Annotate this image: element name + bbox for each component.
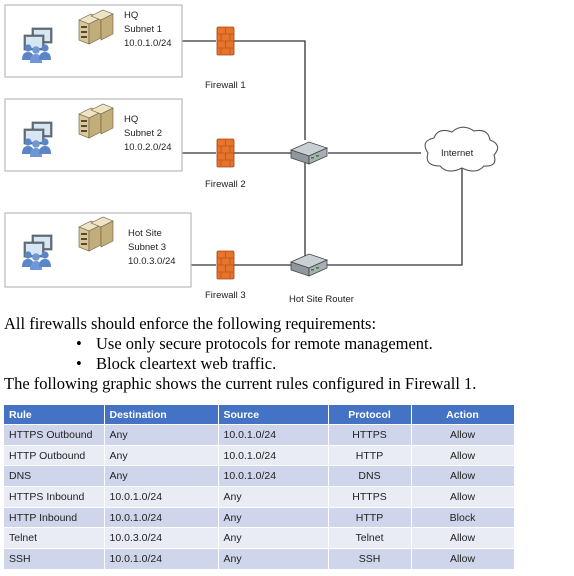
table-caption: The following graphic shows the current …: [4, 374, 477, 393]
table-row: HTTPS Outbound Any 10.0.1.0/24 HTTPS All…: [4, 424, 515, 446]
firewall-1-icon: [216, 26, 235, 56]
action-cell: Allow: [411, 527, 515, 549]
protocol-cell: DNS: [328, 465, 412, 487]
source-cell: 10.0.1.0/24: [218, 444, 329, 466]
protocol-cell: SSH: [328, 548, 412, 569]
requirement-item: Block cleartext web traffic.: [76, 354, 570, 374]
subnet-label: Subnet 3: [128, 242, 166, 253]
site-name: HQ: [124, 114, 138, 125]
rule-cell: HTTPS Inbound: [4, 486, 105, 508]
action-cell: Block: [411, 506, 515, 528]
action-cell: Allow: [411, 444, 515, 466]
hot-site-router-icon: [290, 253, 328, 277]
firewall-1-label: Firewall 1: [205, 80, 246, 91]
destination-cell: 10.0.1.0/24: [104, 506, 219, 528]
subnet-label: Subnet 2: [124, 128, 162, 139]
destination-cell: Any: [104, 465, 219, 487]
destination-cell: 10.0.3.0/24: [104, 527, 219, 549]
table-row: HTTPS Inbound 10.0.1.0/24 Any HTTPS Allo…: [4, 486, 515, 508]
column-header-destination: Destination: [104, 405, 219, 425]
subnet-address: 10.0.2.0/24: [124, 142, 172, 153]
firewall-3-label: Firewall 3: [205, 290, 246, 301]
column-header-protocol: Protocol: [328, 405, 412, 425]
source-cell: 10.0.1.0/24: [218, 465, 329, 487]
core-router-icon: [290, 141, 328, 165]
requirement-item: Use only secure protocols for remote man…: [76, 334, 570, 354]
firewall-rules-table: Rule Destination Source Protocol Action …: [4, 405, 515, 569]
subnet-address: 10.0.1.0/24: [124, 38, 172, 49]
destination-cell: 10.0.1.0/24: [104, 548, 219, 569]
rule-cell: SSH: [4, 548, 105, 569]
rule-cell: HTTP Outbound: [4, 444, 105, 466]
firewall-3-icon: [216, 250, 235, 280]
column-header-source: Source: [218, 405, 329, 425]
site-hq-subnet-2: HQ Subnet 2 10.0.2.0/24: [4, 98, 183, 172]
action-cell: Allow: [411, 465, 515, 487]
destination-cell: 10.0.1.0/24: [104, 486, 219, 508]
protocol-cell: HTTPS: [328, 486, 412, 508]
action-cell: Allow: [411, 548, 515, 569]
source-cell: Any: [218, 486, 329, 508]
requirements-intro: All firewalls should enforce the followi…: [4, 314, 377, 333]
rule-cell: Telnet: [4, 527, 105, 549]
requirements-list: Use only secure protocols for remote man…: [4, 334, 570, 374]
table-row: DNS Any 10.0.1.0/24 DNS Allow: [4, 465, 515, 487]
subnet-address: 10.0.3.0/24: [128, 256, 176, 267]
rule-cell: HTTPS Outbound: [4, 424, 105, 446]
destination-cell: Any: [104, 424, 219, 446]
source-cell: Any: [218, 548, 329, 569]
protocol-cell: HTTP: [328, 506, 412, 528]
protocol-cell: HTTPS: [328, 424, 412, 446]
table-row: HTTP Outbound Any 10.0.1.0/24 HTTP Allow: [4, 444, 515, 466]
site-name: HQ: [124, 10, 138, 21]
subnet-label: Subnet 1: [124, 24, 162, 35]
protocol-cell: HTTP: [328, 444, 412, 466]
table-row: Telnet 10.0.3.0/24 Any Telnet Allow: [4, 527, 515, 549]
action-cell: Allow: [411, 486, 515, 508]
site-hot-site-subnet-3: Hot Site Subnet 3 10.0.3.0/24: [4, 212, 192, 288]
table-row: SSH 10.0.1.0/24 Any SSH Allow: [4, 548, 515, 569]
connection-lines: [182, 40, 493, 266]
requirements-section: All firewalls should enforce the followi…: [4, 314, 570, 394]
destination-cell: Any: [104, 444, 219, 466]
rule-cell: DNS: [4, 465, 105, 487]
firewall-2-icon: [216, 138, 235, 168]
column-header-rule: Rule: [4, 405, 105, 425]
firewall-2-label: Firewall 2: [205, 179, 246, 190]
table-header-row: Rule Destination Source Protocol Action: [4, 405, 515, 425]
network-diagram: HQ Subnet 1 10.0.1.0/24 HQ Subnet 2 10.0…: [4, 4, 499, 305]
site-name: Hot Site: [128, 228, 162, 239]
source-cell: 10.0.1.0/24: [218, 424, 329, 446]
site-hq-subnet-1: HQ Subnet 1 10.0.1.0/24: [4, 4, 183, 78]
source-cell: Any: [218, 527, 329, 549]
rule-cell: HTTP Inbound: [4, 506, 105, 528]
action-cell: Allow: [411, 424, 515, 446]
hot-site-router-label: Hot Site Router: [289, 294, 354, 305]
column-header-action: Action: [411, 405, 515, 425]
internet-cloud-icon: [424, 126, 499, 172]
protocol-cell: Telnet: [328, 527, 412, 549]
internet-label: Internet: [441, 148, 474, 159]
source-cell: Any: [218, 506, 329, 528]
table-row: HTTP Inbound 10.0.1.0/24 Any HTTP Block: [4, 506, 515, 528]
